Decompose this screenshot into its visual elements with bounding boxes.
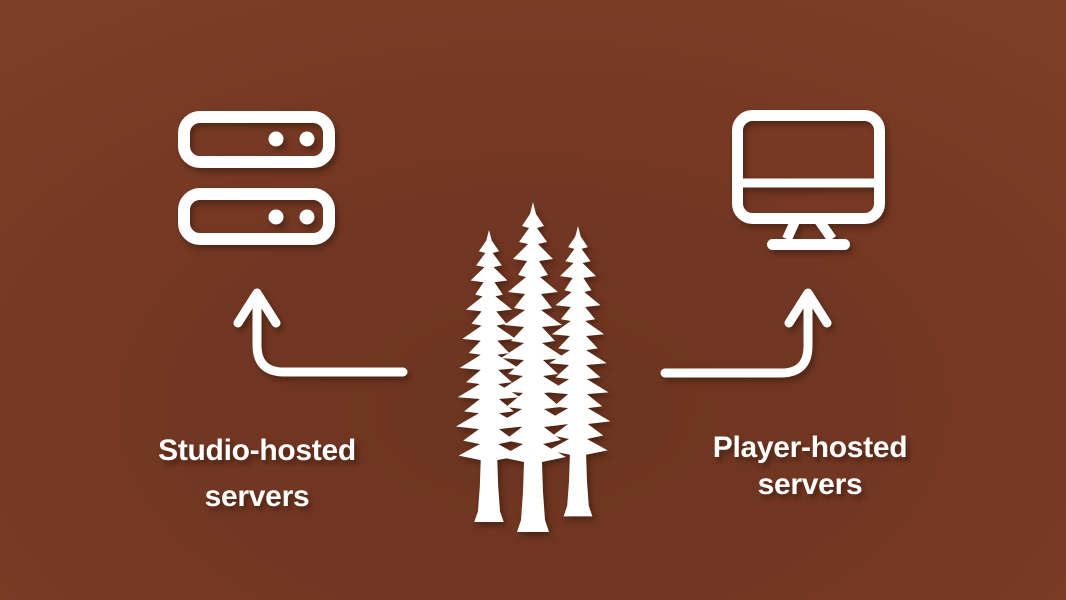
player-hosted-label-line1: Player-hosted	[712, 431, 908, 464]
studio-hosted-label: Studio-hosted servers	[97, 428, 417, 520]
player-hosted-label: Player-hosted servers	[650, 429, 970, 503]
player-hosted-label-line2: servers	[757, 468, 863, 501]
pine-trees-icon	[455, 202, 611, 532]
curved-up-arrow-right-icon	[660, 288, 832, 378]
studio-hosted-label-line2: servers	[204, 480, 310, 513]
studio-hosted-label-line1: Studio-hosted	[158, 434, 356, 467]
server-stack-icon	[178, 111, 335, 245]
curved-up-arrow-left-icon	[233, 288, 408, 377]
desktop-computer-icon	[732, 110, 885, 250]
